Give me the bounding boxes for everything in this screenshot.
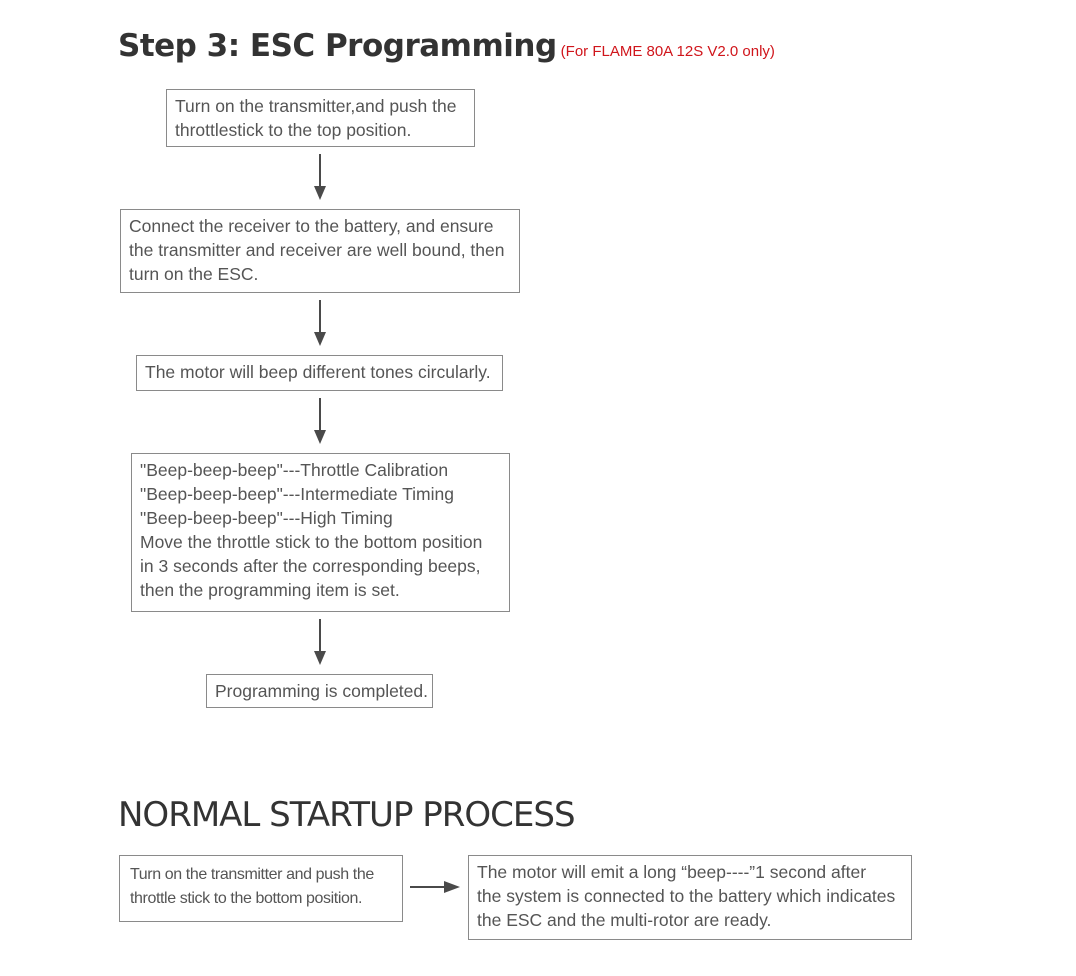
startup-box-turn-on-transmitter: Turn on the transmitter and push the thr… (119, 855, 403, 922)
box-line: "Beep-beep-beep"---Throttle Calibration (140, 460, 449, 480)
box-line: Connect the receiver to the battery, and… (129, 216, 494, 236)
flow-box-programming-completed: Programming is completed. (206, 674, 433, 708)
box-line: throttlestick to the top position. (175, 120, 412, 140)
box-line: Turn on the transmitter and push the (130, 866, 374, 883)
flow-arrow-down-icon (314, 300, 326, 346)
step3-title: Step 3: ESC Programming (118, 28, 557, 64)
flow-arrow-right-icon (410, 881, 460, 893)
box-line: then the programming item is set. (140, 580, 400, 600)
box-line: "Beep-beep-beep"---Intermediate Timing (140, 484, 454, 504)
box-line: Turn on the transmitter,and push the (175, 96, 457, 116)
flow-box-programming-items: "Beep-beep-beep"---Throttle Calibration … (131, 453, 510, 612)
box-line: The motor will beep different tones circ… (145, 362, 491, 382)
box-line: "Beep-beep-beep"---High Timing (140, 508, 393, 528)
flow-arrow-down-icon (314, 398, 326, 444)
step3-subtitle: (For FLAME 80A 12S V2.0 only) (560, 43, 775, 60)
box-line: Programming is completed. (215, 681, 428, 701)
flow-box-connect-receiver: Connect the receiver to the battery, and… (120, 209, 520, 293)
flow-box-turn-on-transmitter: Turn on the transmitter,and push the thr… (166, 89, 475, 147)
box-line: The motor will emit a long “beep----”1 s… (477, 862, 867, 882)
box-line: Move the throttle stick to the bottom po… (140, 532, 483, 552)
box-line: the ESC and the multi-rotor are ready. (477, 910, 772, 930)
box-line: throttle stick to the bottom position. (130, 890, 363, 907)
step3-header: Step 3: ESC Programming(For FLAME 80A 12… (118, 28, 775, 64)
box-line: turn on the ESC. (129, 264, 259, 284)
startup-box-motor-ready: The motor will emit a long “beep----”1 s… (468, 855, 912, 940)
flow-arrow-down-icon (314, 154, 326, 200)
box-line: in 3 seconds after the corresponding bee… (140, 556, 481, 576)
normal-startup-title: NORMAL STARTUP PROCESS (118, 795, 576, 835)
box-line: the system is connected to the battery w… (477, 886, 896, 906)
flow-box-motor-beep-tones: The motor will beep different tones circ… (136, 355, 503, 391)
box-line: the transmitter and receiver are well bo… (129, 240, 505, 260)
flow-arrow-down-icon (314, 619, 326, 665)
